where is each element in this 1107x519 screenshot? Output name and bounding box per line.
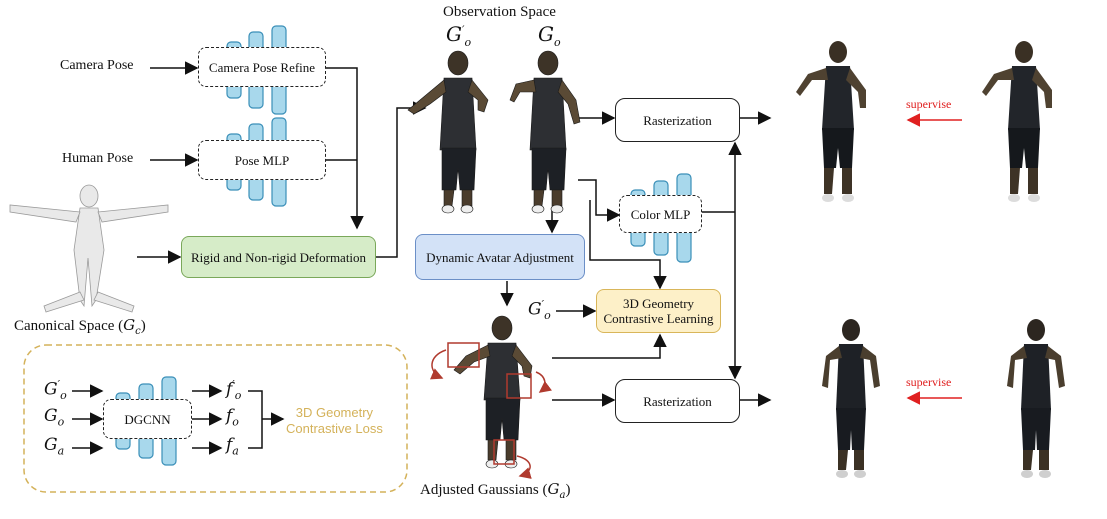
dgcnn-input-g-a: Ga [44, 435, 65, 458]
panel-figure-render-top [796, 41, 866, 202]
adjust-markers [429, 342, 552, 479]
canonical-mesh-figure [9, 184, 169, 313]
dgcnn-output-f-a: fa [226, 435, 239, 458]
pose-mlp-box: Pose MLP [198, 140, 326, 180]
loss-line2: Contrastive Loss [286, 421, 383, 436]
contrastive-learning-line2: Contrastive Learning [603, 311, 714, 326]
color-mlp-box: Color MLP [619, 195, 702, 233]
bracket-loss [248, 390, 263, 449]
contrastive-learning-box: 3D Geometry Contrastive Learning [596, 289, 721, 333]
dgcnn-box: DGCNN [103, 399, 192, 439]
label-x-i: xi [968, 14, 987, 46]
deformation-box: Rigid and Non-rigid Deformation [181, 236, 376, 278]
panel-figure-gt-bottom [1007, 319, 1065, 478]
loss-container [23, 344, 408, 493]
label-x-i-a: xai [968, 282, 991, 323]
human-figure-obs-right [509, 50, 581, 214]
symbol-g-o-prime-contrast: G′o [528, 298, 551, 323]
symbol-g-o-prime-top: G′o [446, 22, 472, 49]
dgcnn-output-f-o: fo [226, 406, 239, 429]
human-figure-adjusted [453, 315, 533, 469]
supervise-label-top: supervise [906, 97, 952, 111]
contrastive-learning-line1: 3D Geometry [622, 296, 695, 311]
arrow-obs-color [578, 179, 621, 222]
adjusted-gaussians-label: Adjusted Gaussians (Ga) [420, 480, 571, 501]
dgcnn-input-g-o-prime: G′o [44, 378, 67, 403]
human-pose-label: Human Pose [62, 151, 134, 166]
observation-space-title: Observation Space [443, 4, 556, 20]
panel-figure-gt-top [982, 41, 1052, 202]
arrow-obs-contrast [589, 200, 667, 290]
rasterization-bottom-box: Rasterization [615, 379, 740, 423]
contrastive-loss-label: 3D Geometry Contrastive Loss [286, 405, 383, 437]
supervise-label-bottom: supervise [906, 375, 952, 389]
canonical-space-label: Canonical Space (Gc) [14, 316, 146, 337]
dgcnn-input-g-o: Go [44, 406, 65, 429]
symbol-g-o-top: Go [538, 22, 561, 49]
human-figure-obs-left [407, 50, 489, 214]
arrow-refine-deform [326, 67, 364, 230]
camera-pose-refine-box: Camera Pose Refine [198, 47, 326, 87]
dgcnn-output-f-o-prime: f′o [226, 378, 242, 403]
camera-pose-label: Camera Pose [60, 58, 134, 73]
loss-line1: 3D Geometry [295, 405, 374, 420]
panel-figure-render-bottom [822, 319, 880, 478]
rasterization-top-box: Rasterization [615, 98, 740, 142]
arrow-adjusted-contrast [552, 333, 667, 359]
dynamic-adjustment-box: Dynamic Avatar Adjustment [415, 234, 585, 280]
